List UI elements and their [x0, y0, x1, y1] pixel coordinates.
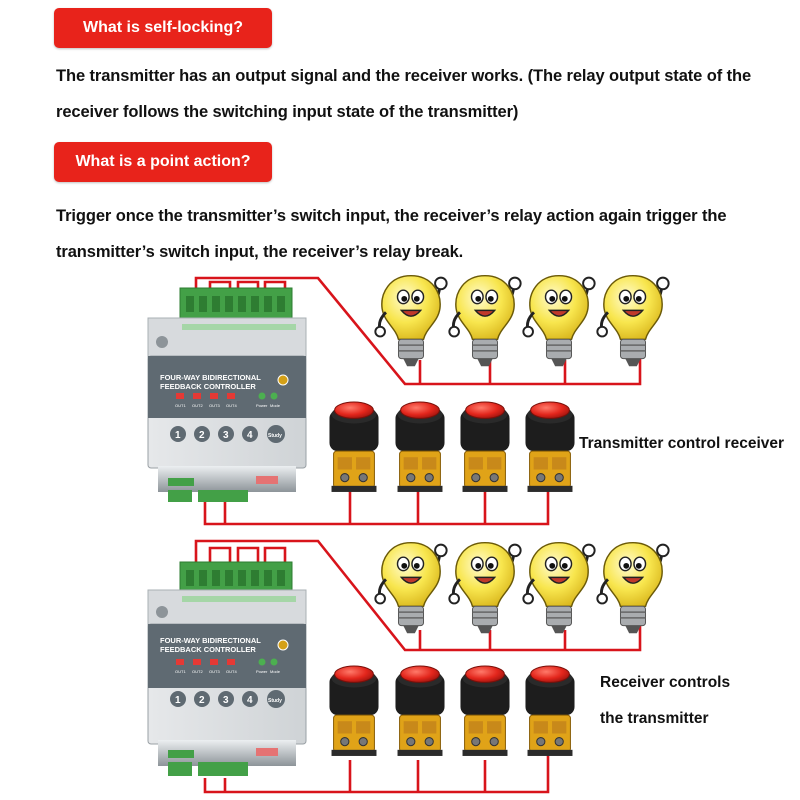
controller-1-title-line1: FOUR-WAY BIDIRECTIONAL — [160, 373, 261, 382]
controller-1-out2-label: OUT2 — [192, 403, 203, 408]
point-action-heading-text: What is a point action? — [75, 153, 251, 170]
self-locking-heading: What is self-locking? — [54, 8, 272, 48]
diagram1-wires — [194, 276, 642, 526]
controller-2-out-leds — [176, 659, 235, 665]
diagram1-push-buttons — [328, 401, 576, 493]
diagram2-caption-line2: the transmitter — [600, 710, 709, 727]
controller-1: FOUR-WAY BIDIRECTIONAL FEEDBACK CONTROLL… — [147, 287, 307, 502]
light-bulb-icon — [447, 541, 523, 635]
diagram2-bulbs — [373, 541, 671, 635]
controller-1-button-4: 4 — [247, 430, 253, 441]
controller-2-title-line1: FOUR-WAY BIDIRECTIONAL — [160, 636, 261, 645]
controller-2-antenna-icon — [277, 639, 289, 651]
controller-2-buttons — [170, 690, 285, 708]
controller-1-antenna-icon — [277, 374, 289, 386]
controller-1-button-3: 3 — [223, 430, 229, 441]
controller-1-out-leds — [176, 393, 235, 399]
controller-2-study-label: Study — [268, 698, 282, 704]
controller-2-title-line2: FEEDBACK CONTROLLER — [160, 645, 256, 654]
point-action-heading: What is a point action? — [54, 142, 272, 182]
controller-1-buttons — [170, 425, 285, 443]
controller-2-out1-label: OUT1 — [175, 669, 186, 674]
diagram1-caption: Transmitter control receiver — [579, 435, 785, 452]
controller-1-title-line2: FEEDBACK CONTROLLER — [160, 382, 256, 391]
controller-1-button-1: 1 — [175, 430, 181, 441]
controller-1-out1-label: OUT1 — [175, 403, 186, 408]
controller-2-panel — [148, 624, 306, 688]
controller-2-button-2: 2 — [199, 695, 205, 706]
light-bulb-icon — [447, 274, 523, 368]
controller-1-study-label: Study — [268, 433, 282, 439]
push-button-icon — [524, 665, 576, 757]
controller-2-button-4: 4 — [247, 695, 253, 706]
controller-2-out4-label: OUT4 — [226, 669, 237, 674]
controller-2-out3-label: OUT3 — [209, 669, 220, 674]
push-button-icon — [524, 401, 576, 493]
point-action-line1: Trigger once the transmitter’s switch in… — [56, 207, 727, 225]
controller-1-top-terminal-block — [179, 287, 293, 319]
controller-2-button-3: 3 — [223, 695, 229, 706]
light-bulb-icon — [521, 274, 597, 368]
diagram1-bulbs — [373, 274, 671, 368]
point-action-line2: transmitter’s switch input, the receiver… — [56, 243, 464, 261]
controller-1-power-label: Power — [256, 403, 268, 408]
controller-1-button-2: 2 — [199, 430, 205, 441]
point-action-description: Trigger once the transmitter’s switch in… — [56, 198, 727, 270]
controller-1-out3-label: OUT3 — [209, 403, 220, 408]
push-button-icon — [394, 665, 446, 757]
light-bulb-icon — [373, 541, 449, 635]
push-button-icon — [328, 665, 380, 757]
controller-1-out4-label: OUT4 — [226, 403, 237, 408]
light-bulb-icon — [373, 274, 449, 368]
push-button-icon — [394, 401, 446, 493]
push-button-icon — [459, 401, 511, 493]
diagram2: FOUR-WAY BIDIRECTIONAL FEEDBACK CONTROLL… — [147, 539, 671, 794]
self-locking-description: The transmitter has an output signal and… — [56, 58, 751, 130]
controller-2-top-terminal-block — [179, 561, 293, 593]
controller-1-mode-label: Mode — [270, 403, 281, 408]
self-locking-line1: The transmitter has an output signal and… — [56, 67, 752, 85]
diagram2-wires — [194, 539, 642, 794]
controller-2-power-label: Power — [256, 669, 268, 674]
self-locking-line2: receiver follows the switching input sta… — [56, 103, 519, 121]
controller-2: FOUR-WAY BIDIRECTIONAL FEEDBACK CONTROLL… — [147, 561, 307, 776]
light-bulb-icon — [595, 541, 671, 635]
light-bulb-icon — [595, 274, 671, 368]
push-button-icon — [328, 401, 380, 493]
controller-2-button-1: 1 — [175, 695, 181, 706]
controller-2-out2-label: OUT2 — [192, 669, 203, 674]
diagram2-caption-line1: Receiver controls — [600, 674, 731, 691]
self-locking-heading-text: What is self-locking? — [82, 19, 243, 36]
diagram1: FOUR-WAY BIDIRECTIONAL FEEDBACK CONTROLL… — [147, 274, 671, 526]
push-button-icon — [459, 665, 511, 757]
diagram2-push-buttons — [328, 665, 576, 757]
controller-1-panel — [148, 356, 306, 418]
light-bulb-icon — [521, 541, 597, 635]
controller-2-mode-label: Mode — [270, 669, 281, 674]
